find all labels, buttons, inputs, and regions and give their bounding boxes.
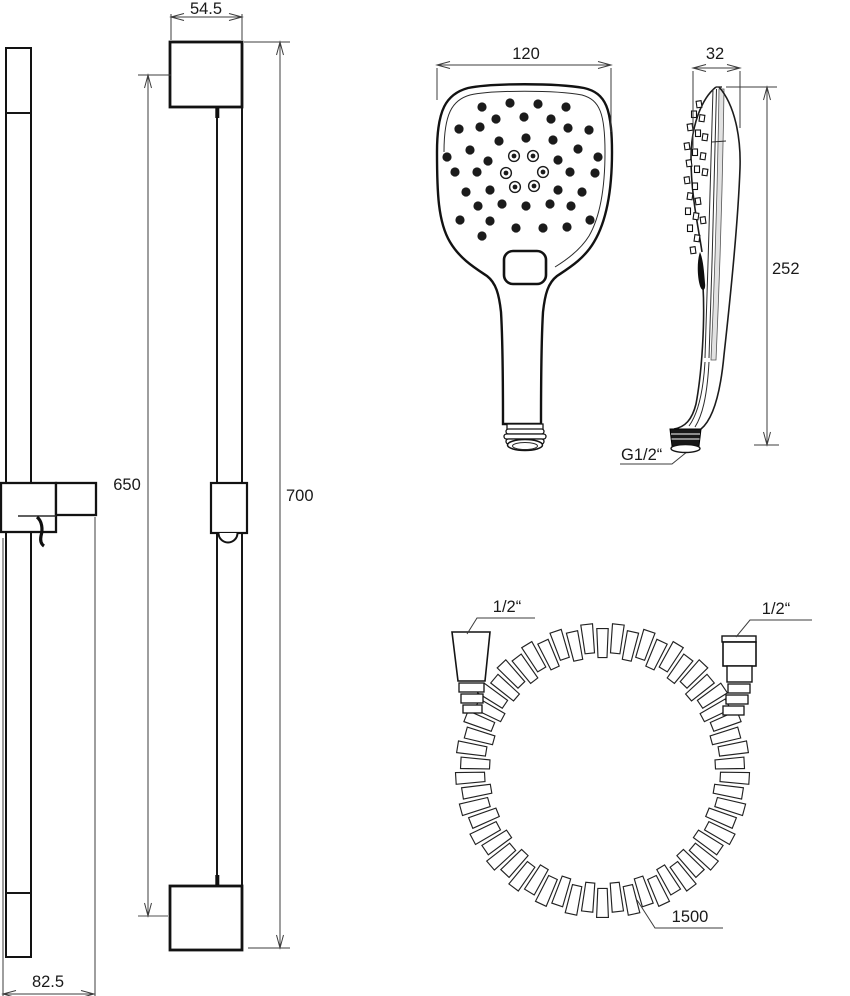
dim-label-bracket-width: 54.5 xyxy=(190,0,222,18)
spray-nozzles xyxy=(442,98,603,241)
hose-left-connector-label: 1/2“ xyxy=(493,598,521,616)
faceplate-edge-band xyxy=(710,88,725,361)
dim-label-head-depth: 32 xyxy=(706,45,724,63)
mode-button-side xyxy=(697,252,706,290)
dim-head-depth: 32 xyxy=(691,45,742,148)
hose-left-connector-callout: 1/2“ xyxy=(466,598,535,635)
rail-holder-extension xyxy=(54,481,98,517)
slider-holder-ring xyxy=(217,532,239,544)
mode-button xyxy=(502,249,548,286)
handshower-thread-side xyxy=(669,428,702,454)
hose-length-label: 1500 xyxy=(672,908,709,926)
dim-bracket-width: 54.5 xyxy=(169,0,244,40)
hose-length-callout: 1500 xyxy=(636,899,723,929)
side-right-outline xyxy=(700,86,741,430)
side-spray-nozzles xyxy=(683,100,709,255)
dim-label-holder-height: 650 xyxy=(113,476,141,494)
hose-right-connector xyxy=(721,635,757,716)
dim-label-handshower-length: 252 xyxy=(772,260,800,278)
hose-coil xyxy=(454,623,751,918)
hose-right-connector-label: 1/2“ xyxy=(762,600,790,618)
rail-joint-bottom xyxy=(215,875,220,886)
shower-rail-side-view: 82.5 xyxy=(0,47,98,996)
thread-size-label: G1/2“ xyxy=(621,446,662,464)
dim-wall-offset: 82.5 xyxy=(1,517,96,996)
dim-holder-height: 650 xyxy=(113,73,171,918)
handshower-faceplate-inner-line xyxy=(443,90,606,268)
handshower-front-view: 120 G1/2“ xyxy=(435,45,694,465)
shower-hose-view: 1/2“ 1/2“ 1500 xyxy=(451,598,812,929)
handshower-side-view: 32 252 xyxy=(669,45,800,454)
handshower-thread xyxy=(503,423,547,452)
holder-hook xyxy=(35,515,45,548)
hose-right-connector-callout: 1/2“ xyxy=(735,600,812,638)
dim-handshower-length: 252 xyxy=(726,85,800,447)
rail-holder-block xyxy=(0,481,58,534)
dim-label-head-width: 120 xyxy=(512,45,540,63)
dim-label-wall-offset: 82.5 xyxy=(32,973,64,991)
rail-joint-top xyxy=(215,107,220,118)
dim-rail-length: 700 xyxy=(244,40,314,950)
hose-left-connector xyxy=(451,631,491,714)
dim-label-rail-length: 700 xyxy=(286,487,314,505)
shower-rail-front-view: 54.5 650 700 xyxy=(113,0,314,952)
rail-bottom-bracket xyxy=(168,884,244,952)
side-left-outline xyxy=(690,86,717,253)
rail-top-bracket xyxy=(168,40,244,109)
dim-head-width: 120 xyxy=(435,45,613,132)
rail-slider xyxy=(209,481,249,535)
